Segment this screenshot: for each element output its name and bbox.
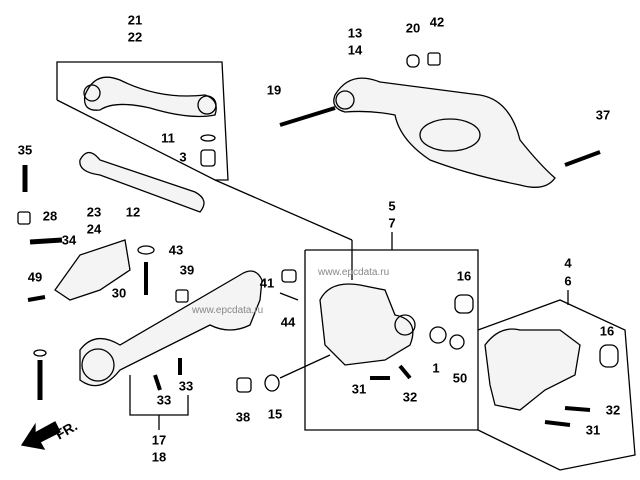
callout-7[interactable]: 7 xyxy=(388,215,396,231)
knuckle-assy-group-box xyxy=(477,299,636,471)
callout-14[interactable]: 14 xyxy=(347,42,363,58)
callout-21[interactable]: 21 xyxy=(127,12,143,28)
knuckle xyxy=(319,283,414,366)
nut-38 xyxy=(236,377,252,393)
callout-49[interactable]: 49 xyxy=(27,269,43,285)
callout-44[interactable]: 44 xyxy=(280,314,296,330)
leader-line xyxy=(214,179,353,241)
callout-33[interactable]: 33 xyxy=(178,378,194,394)
nut-28 xyxy=(17,211,31,225)
callout-4[interactable]: 4 xyxy=(564,255,572,271)
callout-32[interactable]: 32 xyxy=(605,402,621,418)
bolt-19 xyxy=(279,106,336,127)
callout-6[interactable]: 6 xyxy=(564,273,572,289)
callout-12[interactable]: 12 xyxy=(125,204,141,220)
callout-38[interactable]: 38 xyxy=(235,409,251,425)
spring-seat xyxy=(419,118,481,152)
callout-37[interactable]: 37 xyxy=(595,107,611,123)
callout-32[interactable]: 32 xyxy=(402,389,418,405)
control-arm-bushing xyxy=(81,348,115,382)
callout-24[interactable]: 24 xyxy=(86,221,102,237)
callout-31[interactable]: 31 xyxy=(351,381,367,397)
callout-33[interactable]: 33 xyxy=(156,392,172,408)
callout-11[interactable]: 11 xyxy=(161,130,175,146)
bolt-33b xyxy=(153,374,162,391)
bushing-16b xyxy=(599,344,619,368)
callout-19[interactable]: 19 xyxy=(266,82,282,98)
callout-16[interactable]: 16 xyxy=(599,323,615,339)
callout-34[interactable]: 34 xyxy=(61,232,77,248)
callout-31[interactable]: 31 xyxy=(585,422,601,438)
bolt-37 xyxy=(564,150,601,167)
nut-41 xyxy=(281,269,297,283)
callout-5[interactable]: 5 xyxy=(388,198,396,214)
callout-3[interactable]: 3 xyxy=(179,149,187,165)
lower-arm-bushing xyxy=(335,90,355,110)
callout-22[interactable]: 22 xyxy=(127,29,143,45)
bolt-34 xyxy=(29,237,63,245)
callout-15[interactable]: 15 xyxy=(267,406,283,422)
clip-11 xyxy=(200,134,216,142)
nut-42 xyxy=(427,52,441,66)
upper-arm xyxy=(83,76,217,118)
callout-18[interactable]: 18 xyxy=(151,449,167,465)
washer xyxy=(33,349,47,357)
seal-50 xyxy=(449,334,465,350)
link-12 xyxy=(79,151,205,213)
nut-20 xyxy=(406,54,420,68)
bolt-49 xyxy=(27,295,46,302)
washer-15 xyxy=(264,374,280,392)
upper-arm-bushing xyxy=(83,84,101,102)
lower-arm xyxy=(333,77,556,188)
callout-1[interactable]: 1 xyxy=(432,360,440,376)
callout-41[interactable]: 41 xyxy=(259,275,275,291)
callout-50[interactable]: 50 xyxy=(452,370,468,386)
callout-16[interactable]: 16 xyxy=(456,268,472,284)
lower-control-arm xyxy=(79,270,263,387)
bushing-16a xyxy=(454,294,474,314)
callout-28[interactable]: 28 xyxy=(42,208,58,224)
bolt-32a xyxy=(398,364,412,380)
bolt-31b xyxy=(544,420,571,427)
watermark: www.epcdata.ru xyxy=(318,267,390,278)
upper-arm-group-box xyxy=(56,61,229,181)
callout-13[interactable]: 13 xyxy=(347,25,363,41)
front-arrow-icon xyxy=(20,421,61,450)
knuckle-assy xyxy=(484,328,581,411)
bushing-1 xyxy=(429,326,447,344)
bolt-32b xyxy=(564,406,591,412)
callout-42[interactable]: 42 xyxy=(429,14,445,30)
washer-43 xyxy=(137,245,155,255)
callout-20[interactable]: 20 xyxy=(405,20,421,36)
ball-joint xyxy=(197,95,217,115)
callout-35[interactable]: 35 xyxy=(17,142,33,158)
pin-44 xyxy=(279,292,299,301)
stud-line xyxy=(279,354,331,379)
boot-3 xyxy=(200,149,216,167)
callout-23[interactable]: 23 xyxy=(86,204,102,220)
callout-17[interactable]: 17 xyxy=(151,432,167,448)
callout-39[interactable]: 39 xyxy=(179,262,195,278)
hub-bore xyxy=(394,314,416,336)
callout-43[interactable]: 43 xyxy=(168,242,184,258)
bracket-23-24 xyxy=(54,239,131,301)
watermark: www.epcdata.ru xyxy=(192,305,264,316)
nut-39 xyxy=(175,289,189,303)
callout-30[interactable]: 30 xyxy=(111,285,127,301)
